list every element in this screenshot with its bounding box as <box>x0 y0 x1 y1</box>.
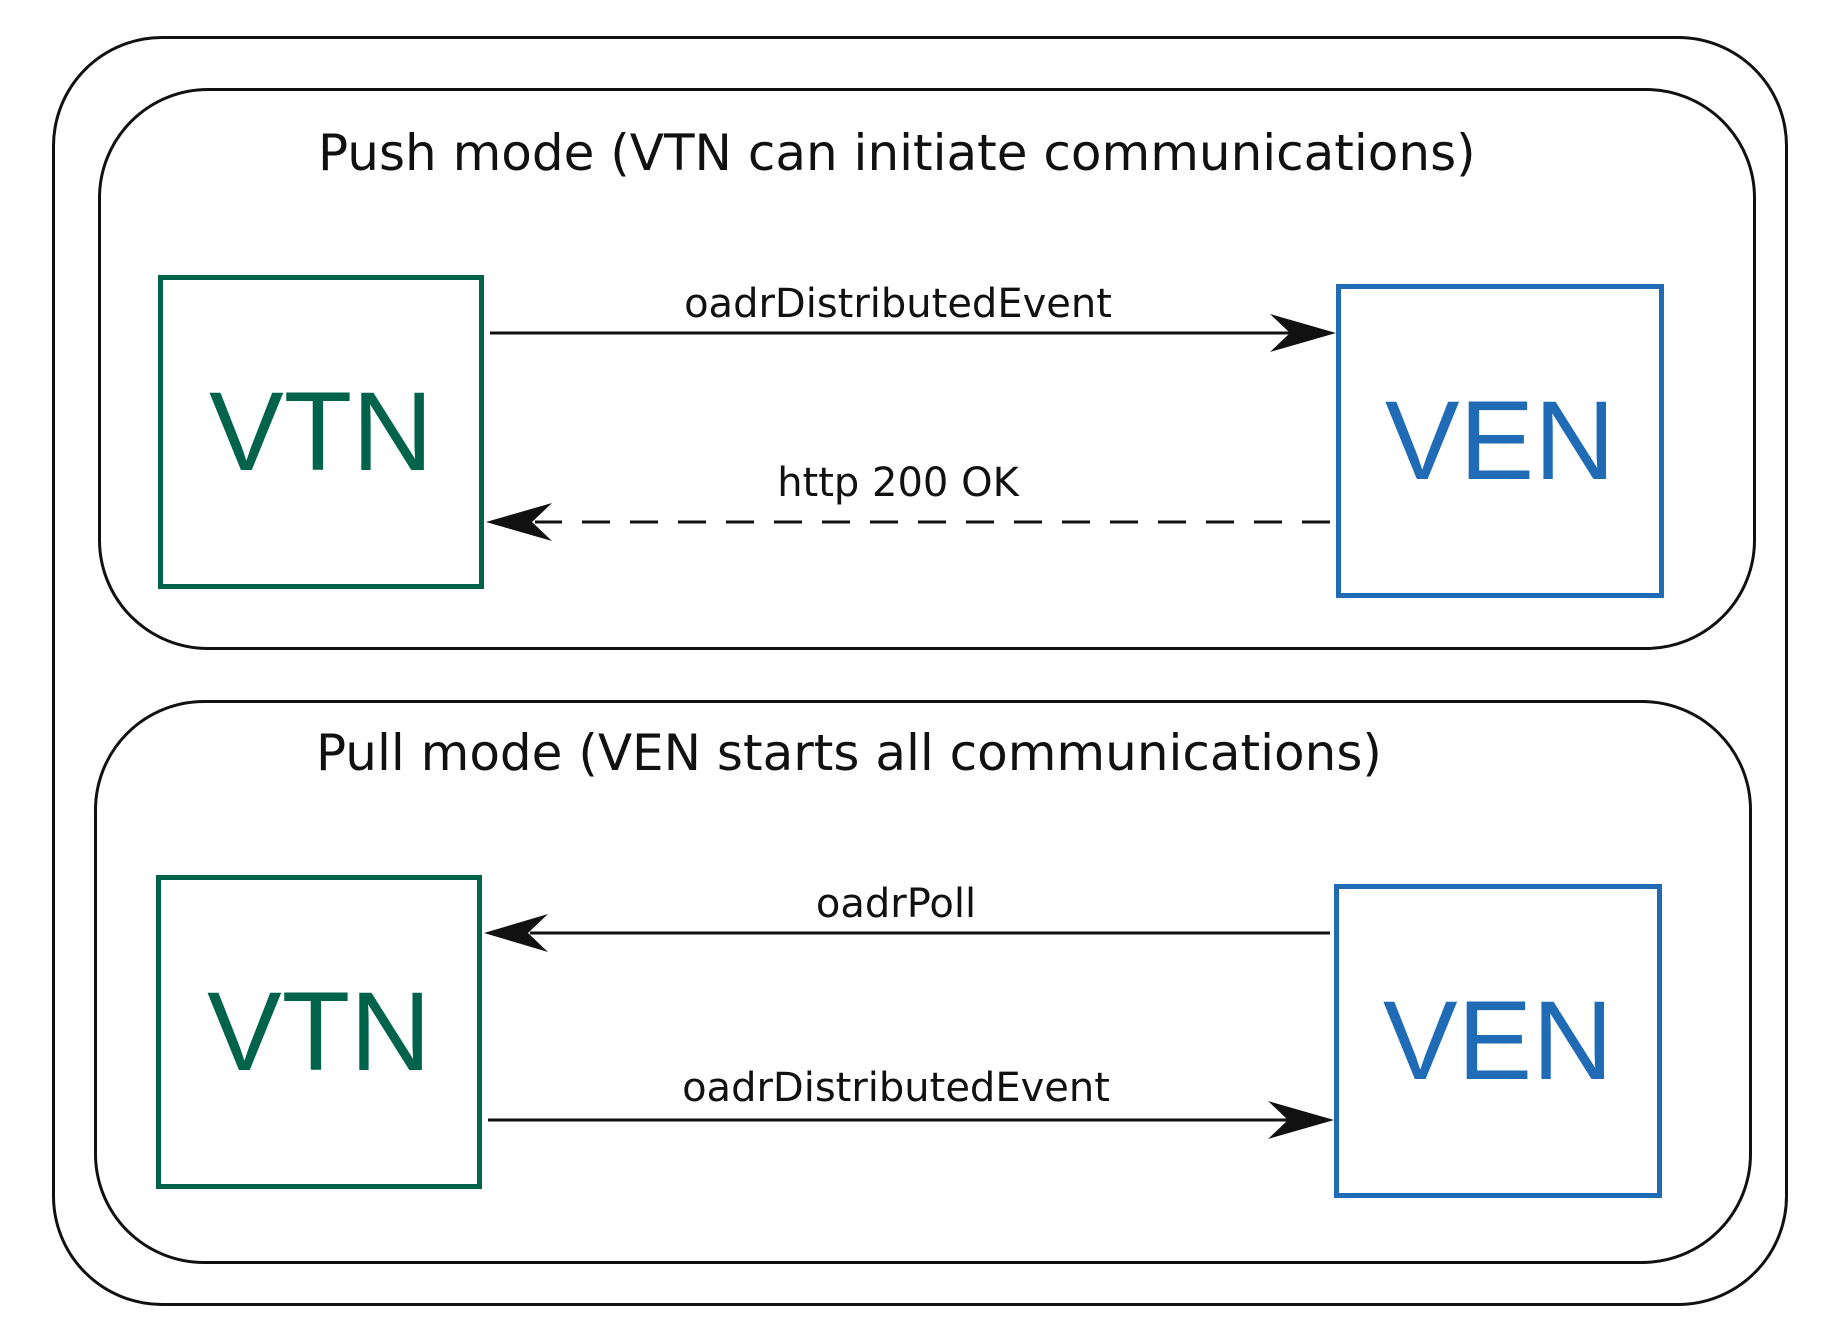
pull-mode-title: Pull mode (VEN starts all communications… <box>316 724 1382 782</box>
ven-node-push: VEN <box>1336 284 1664 598</box>
pull-message-label-distributed-event: oadrDistributedEvent <box>682 1065 1110 1111</box>
push-mode-title: Push mode (VTN can initiate communicatio… <box>318 124 1476 182</box>
push-message-label-http-ok: http 200 OK <box>777 460 1019 506</box>
vtn-node-pull: VTN <box>156 875 482 1189</box>
vtn-node-push: VTN <box>158 275 484 589</box>
pull-message-label-poll: oadrPoll <box>815 881 977 927</box>
push-mode-panel <box>98 88 1756 650</box>
push-message-label-distributed-event: oadrDistributedEvent <box>684 281 1112 327</box>
diagram-frame <box>52 36 1788 1306</box>
ven-node-pull: VEN <box>1334 884 1662 1198</box>
pull-mode-panel <box>94 700 1752 1264</box>
